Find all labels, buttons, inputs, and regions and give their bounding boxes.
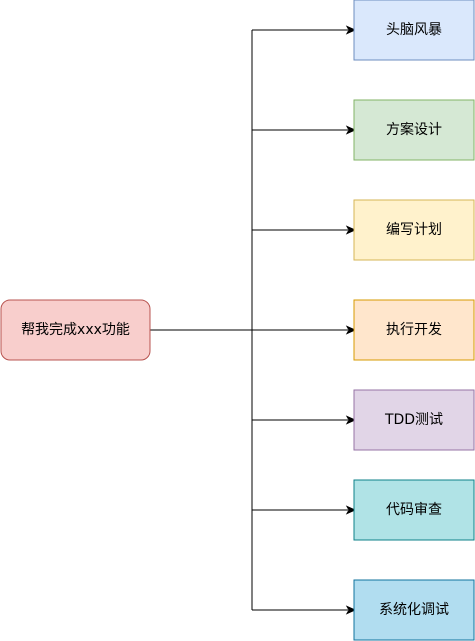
root-node-box [0,299,151,361]
step-label-6: 代码审查 [386,502,442,518]
step-label-1: 头脑风暴 [386,22,442,38]
step-box-4 [353,299,475,361]
step-box-3 [353,199,475,261]
branch-arrow-2 [252,125,357,135]
step-node-write-plan[interactable]: 编写计划 [353,199,475,261]
step-box-6 [353,479,475,541]
step-label-7: 系统化调试 [379,602,449,618]
branch-arrow-5 [252,415,357,425]
step-label-2: 方案设计 [386,121,442,138]
step-node-solution-design[interactable]: 方案设计 [353,99,475,161]
step-node-brainstorm[interactable]: 头脑风暴 [353,0,475,61]
step-label-3: 编写计划 [386,222,442,238]
branch-arrow-3 [252,225,357,235]
root-node-label: 帮我完成xxx功能 [21,322,130,338]
step-box-7 [353,579,475,641]
step-node-code-review[interactable]: 代码审查 [353,479,475,541]
connector-group [150,25,357,615]
step-node-systematic-debugging[interactable]: 系统化调试 [353,579,475,641]
step-label-5: TDD测试 [384,412,443,428]
step-label-4: 执行开发 [386,322,442,338]
branch-arrow-6 [252,505,357,515]
branch-arrow-4 [252,325,357,335]
step-node-tdd-testing[interactable]: TDD测试 [353,389,475,451]
step-box-1 [353,0,475,61]
step-node-execute-development[interactable]: 执行开发 [353,299,475,361]
root-node[interactable]: 帮我完成xxx功能 [0,299,151,361]
branch-arrow-1 [252,25,357,35]
branch-arrow-7 [252,605,357,615]
step-box-5 [353,389,475,451]
step-box-2 [353,99,475,161]
